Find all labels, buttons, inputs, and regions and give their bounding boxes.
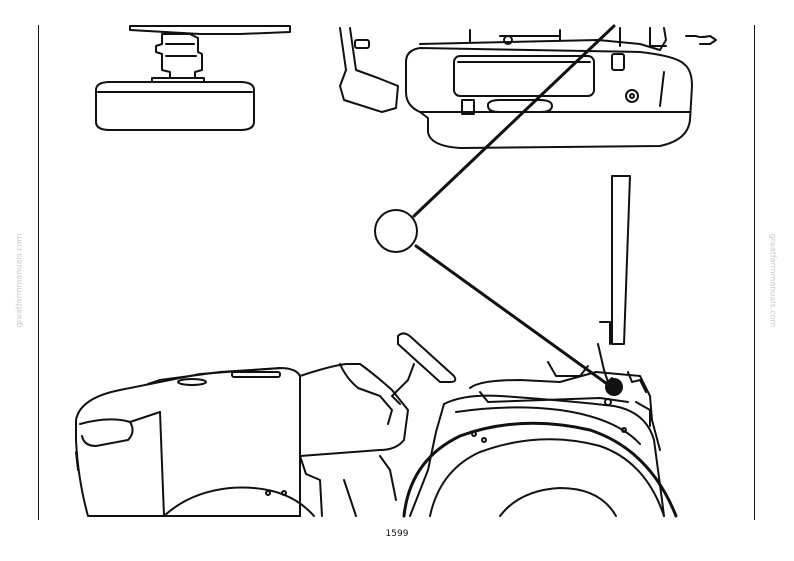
callout-point-marker	[605, 378, 623, 396]
page-number: 1599	[385, 529, 409, 539]
tractor-drawing	[75, 175, 678, 518]
right-margin-line	[754, 25, 755, 520]
detail-top-right	[339, 27, 717, 149]
left-margin-line	[38, 25, 39, 520]
detail-top-left	[95, 25, 291, 131]
callout-circle	[374, 209, 418, 253]
callout-leader	[374, 24, 623, 396]
